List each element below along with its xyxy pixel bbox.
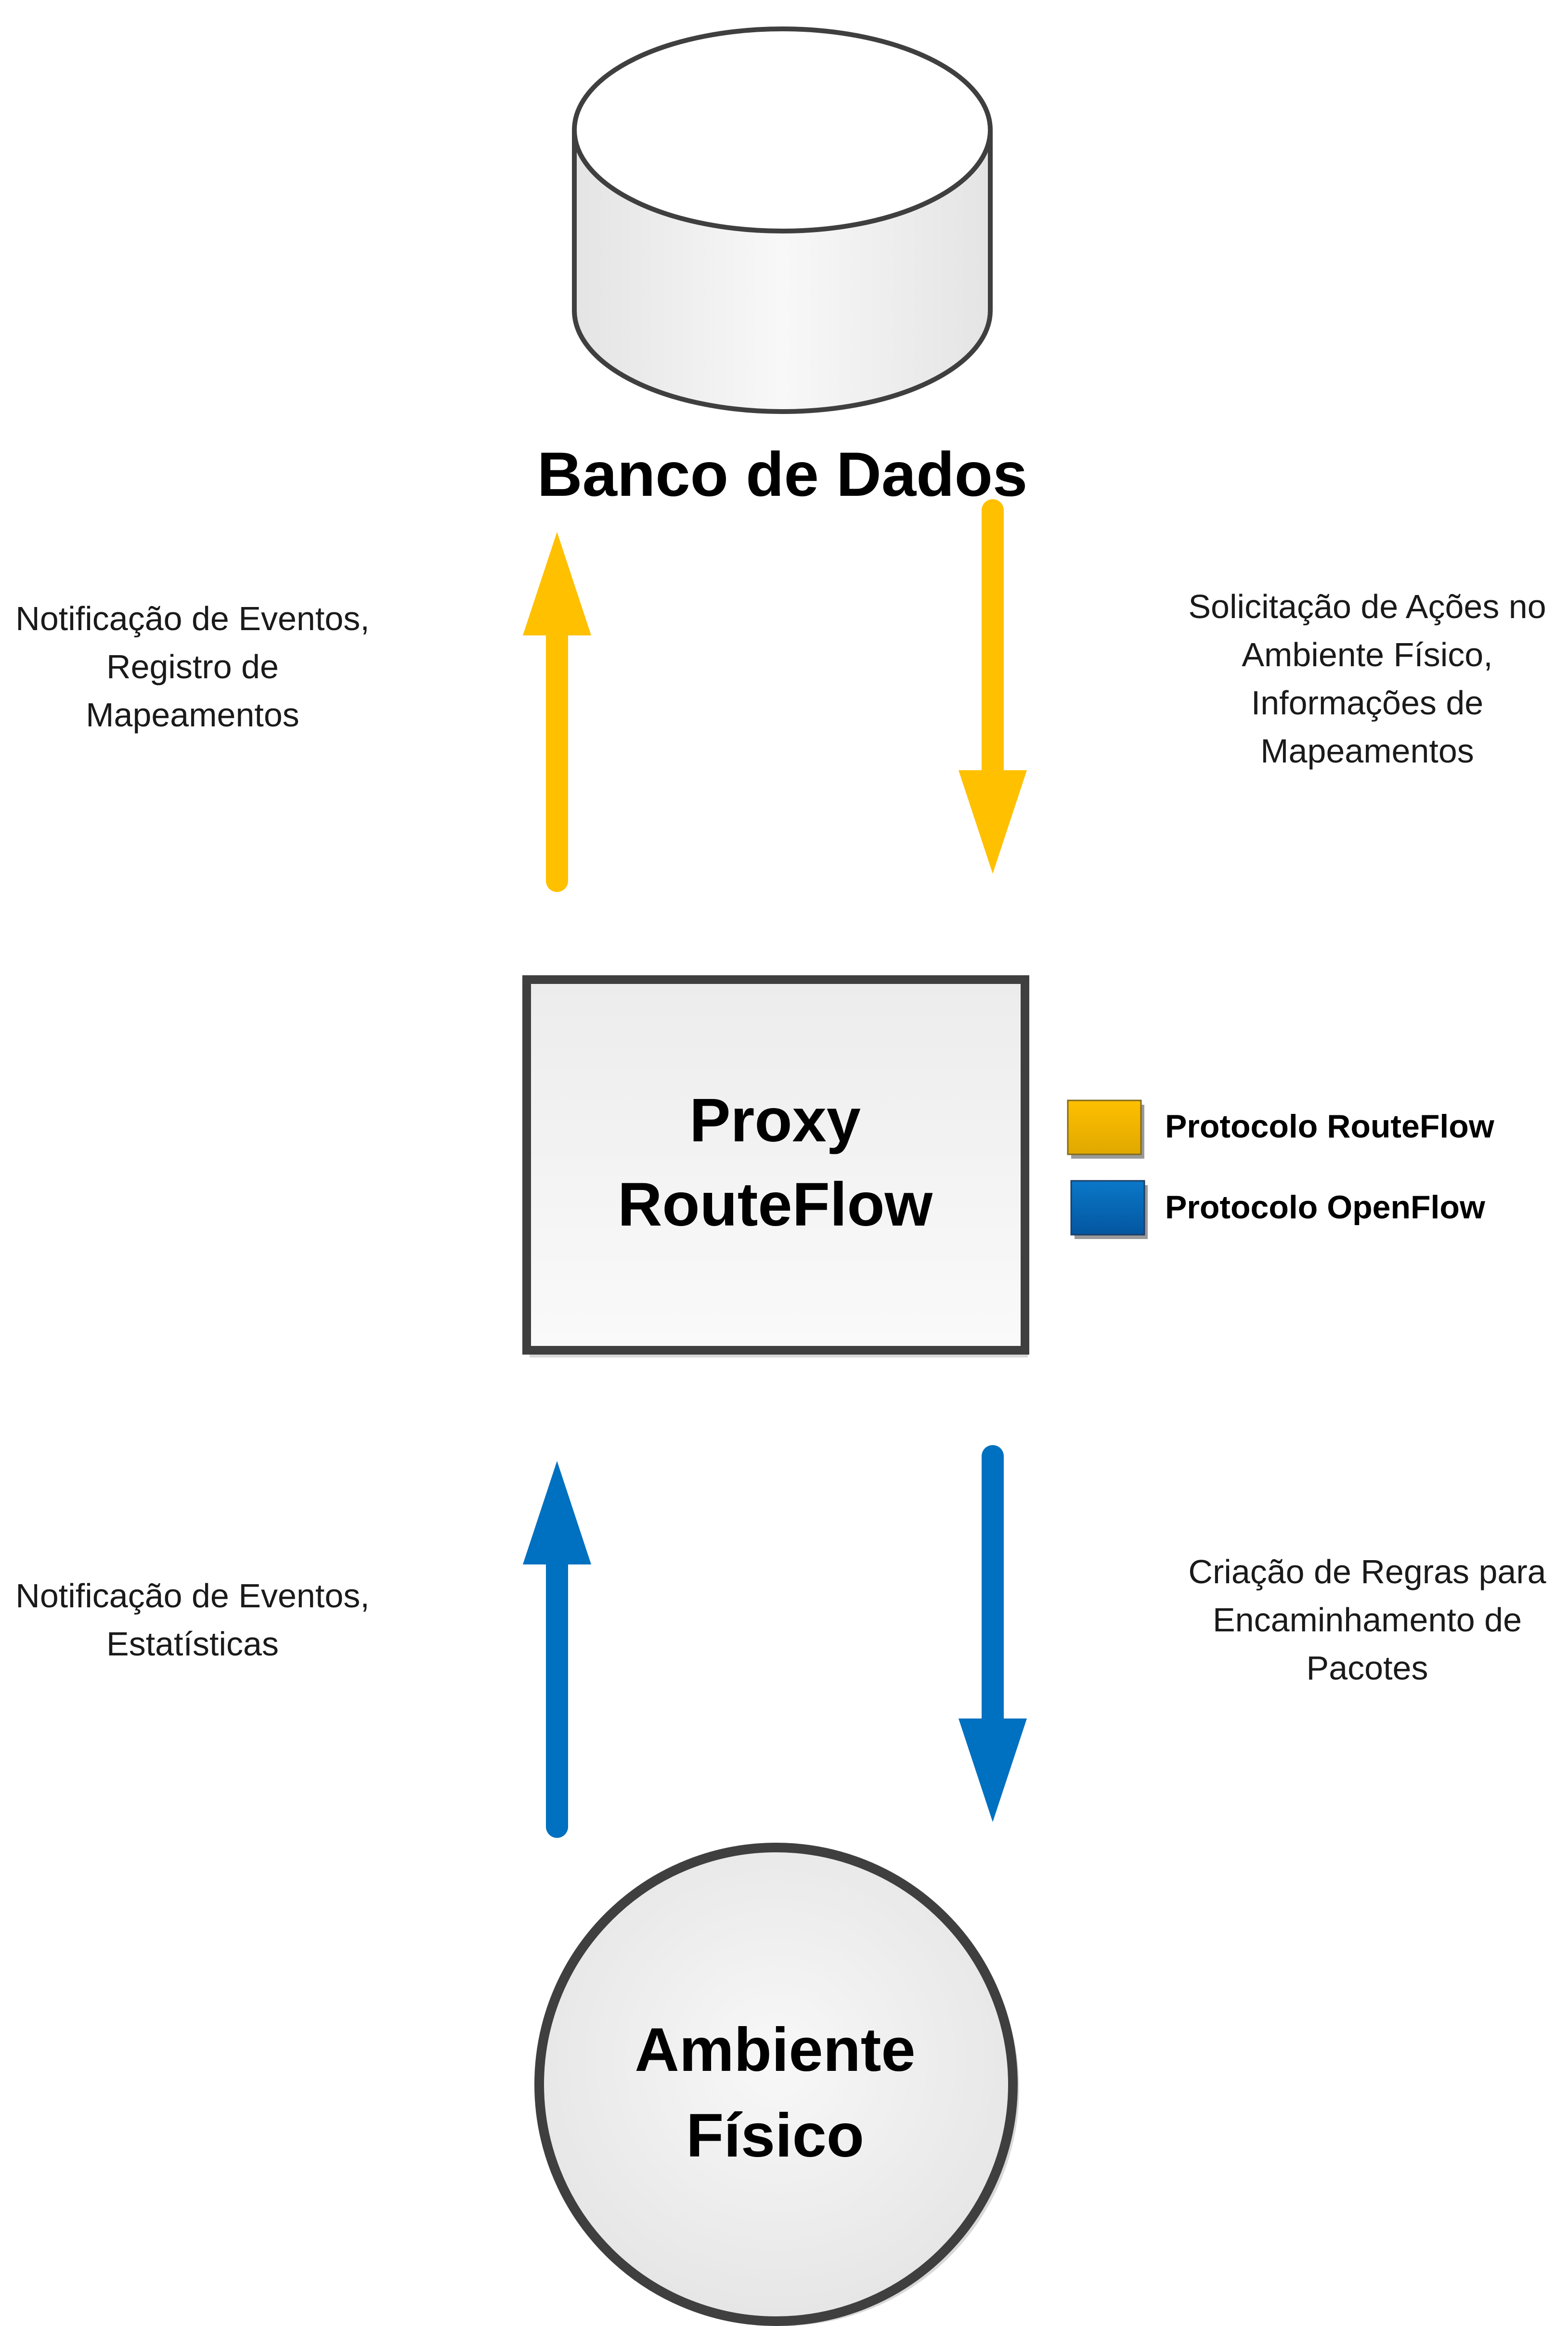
arrow-up-routeflow bbox=[523, 532, 591, 892]
physical-title-line1: Ambiente bbox=[635, 2016, 916, 2084]
arrow-down-routeflow bbox=[959, 499, 1027, 874]
legend-label-openflow: Protocolo OpenFlow bbox=[1165, 1189, 1485, 1226]
label-down-routeflow: Solicitação de Ações no Ambiente Físico,… bbox=[1170, 582, 1565, 775]
physical-environment-node bbox=[534, 1843, 1019, 2326]
physical-title-line2: Físico bbox=[686, 2101, 864, 2170]
legend-swatch-routeflow bbox=[1067, 1099, 1144, 1159]
physical-title: Ambiente Físico bbox=[534, 2007, 1016, 2179]
label-line: Pacotes bbox=[1306, 1649, 1428, 1687]
label-line: Notificação de Eventos, bbox=[15, 1577, 370, 1615]
label-line: Solicitação de Ações no bbox=[1188, 588, 1546, 625]
label-line: Notificação de Eventos, bbox=[15, 600, 370, 637]
legend-label-routeflow: Protocolo RouteFlow bbox=[1165, 1108, 1494, 1145]
label-line: Registro de bbox=[106, 648, 279, 685]
legend-swatch-openflow bbox=[1070, 1180, 1148, 1239]
arrow-up-openflow bbox=[523, 1461, 591, 1838]
proxy-title-line1: Proxy bbox=[689, 1086, 861, 1155]
label-down-openflow: Criação de Regras para Encaminhamento de… bbox=[1170, 1548, 1565, 1692]
label-up-openflow: Notificação de Eventos, Estatísticas bbox=[0, 1572, 385, 1668]
proxy-title-line2: RouteFlow bbox=[617, 1170, 933, 1239]
database-title: Banco de Dados bbox=[537, 439, 1028, 509]
label-line: Ambiente Físico, bbox=[1242, 636, 1493, 673]
proxy-title: Proxy RouteFlow bbox=[530, 1078, 1021, 1247]
label-line: Encaminhamento de bbox=[1212, 1601, 1522, 1639]
database-node bbox=[572, 26, 993, 414]
label-line: Criação de Regras para bbox=[1188, 1553, 1546, 1590]
proxy-routeflow-node bbox=[522, 975, 1029, 1357]
label-up-routeflow: Notificação de Eventos, Registro de Mape… bbox=[0, 594, 385, 739]
label-line: Mapeamentos bbox=[86, 696, 299, 734]
label-line: Mapeamentos bbox=[1260, 732, 1474, 770]
label-line: Informações de bbox=[1251, 684, 1484, 722]
label-line: Estatísticas bbox=[106, 1625, 279, 1663]
arrow-down-openflow bbox=[959, 1445, 1027, 1822]
